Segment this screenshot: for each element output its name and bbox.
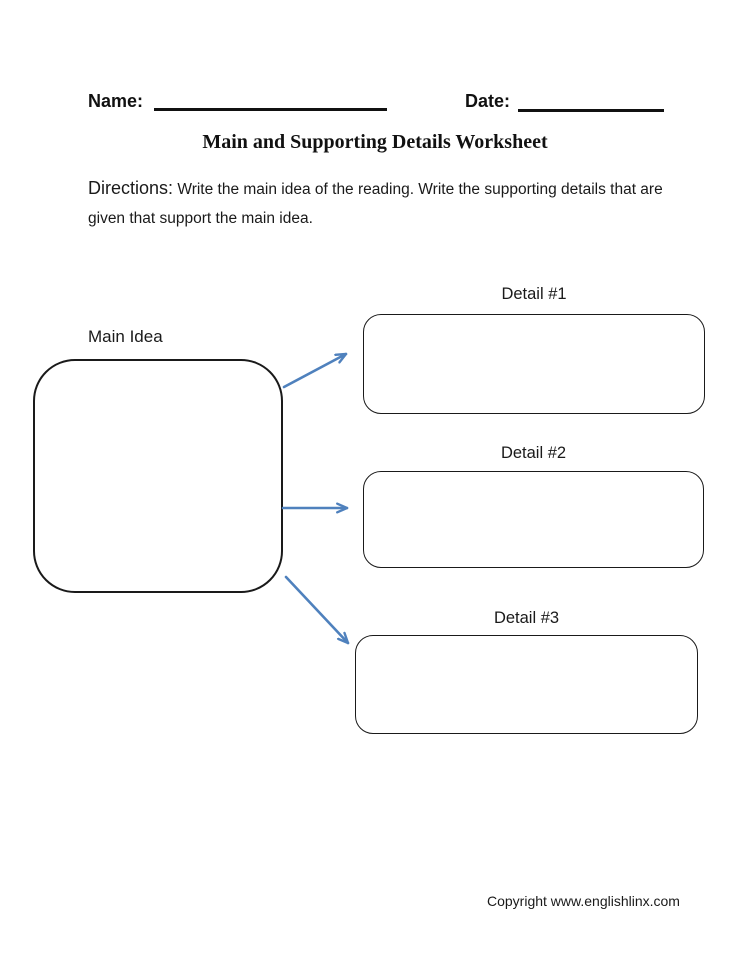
name-label: Name: bbox=[88, 91, 144, 111]
copyright-text: Copyright www.englishlinx.com bbox=[487, 893, 680, 909]
main-idea-label: Main Idea bbox=[88, 327, 163, 346]
detail-1-label: Detail #1 bbox=[501, 285, 567, 303]
directions-body: Write the main idea of the reading. Writ… bbox=[88, 181, 663, 227]
detail-2-label: Detail #2 bbox=[500, 444, 567, 462]
directions-text: Directions: Write the main idea of the r… bbox=[88, 174, 668, 233]
directions-label: Directions: bbox=[88, 178, 174, 198]
name-blank-line bbox=[154, 108, 387, 111]
arrow-to-detail-3 bbox=[284, 575, 350, 645]
detail-3-label: Detail #3 bbox=[493, 609, 560, 627]
arrow-to-detail-1 bbox=[282, 352, 348, 389]
detail-3-box bbox=[355, 635, 698, 734]
date-label: Date: bbox=[465, 91, 511, 111]
detail-2-box bbox=[363, 471, 704, 568]
main-idea-box bbox=[33, 359, 283, 593]
worksheet-title: Main and Supporting Details Worksheet bbox=[202, 131, 548, 153]
detail-1-box bbox=[363, 314, 705, 414]
date-blank-line bbox=[518, 109, 664, 112]
